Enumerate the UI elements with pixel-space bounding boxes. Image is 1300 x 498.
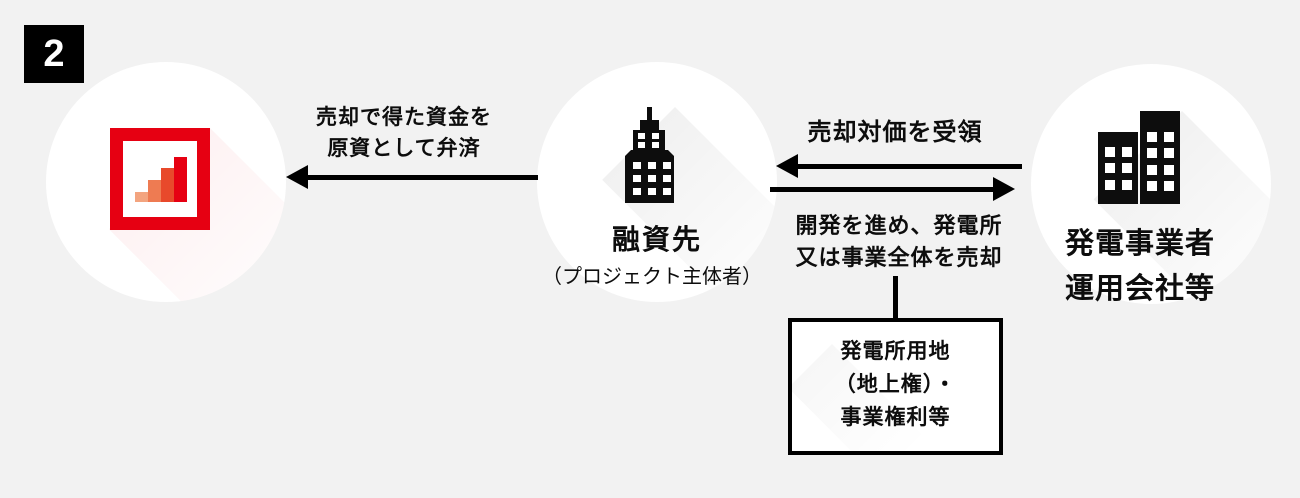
- repayment-arrow-line: [296, 175, 538, 180]
- development-arrowhead-right-icon: [993, 177, 1015, 201]
- development-arrow-line: [770, 187, 995, 192]
- borrower-title: 融資先: [611, 224, 702, 255]
- node-lender-circle: [46, 62, 286, 302]
- asset-box-line1: 発電所用地: [840, 340, 951, 363]
- office-tower-icon: [625, 107, 674, 203]
- bank-logo-bar-chart-icon: [110, 128, 210, 230]
- asset-box-connector-line: [893, 276, 898, 322]
- repayment-arrowhead-left-icon: [286, 165, 308, 189]
- asset-box: 発電所用地 （地上権）・ 事業権利等: [788, 318, 1003, 455]
- consideration-flow-label: 売却対価を受領: [807, 119, 983, 146]
- asset-box-line3: 事業権利等: [840, 406, 951, 429]
- development-label-line1: 開発を進め、発電所: [795, 213, 1003, 238]
- operator-title-line2: 運用会社等: [1064, 273, 1215, 305]
- borrower-subtitle: （プロジェクト主体者）: [542, 266, 762, 288]
- repayment-label-line1: 売却で得た資金を: [316, 106, 492, 129]
- consideration-arrowhead-left-icon: [776, 154, 798, 178]
- node-operator-circle: [1031, 64, 1271, 304]
- step-number: 2: [43, 32, 65, 75]
- asset-box-line2: （地上権）・: [834, 373, 957, 396]
- operator-title-line1: 発電事業者: [1064, 228, 1215, 260]
- repayment-label-line2: 原資として弁済: [327, 137, 481, 160]
- asset-box-text: 発電所用地 （地上権）・ 事業権利等: [792, 335, 999, 434]
- operator-title: 発電事業者 運用会社等: [1020, 222, 1260, 312]
- step-number-badge: 2: [24, 25, 84, 83]
- twin-buildings-icon: [1098, 111, 1180, 204]
- repayment-flow-label: 売却で得た資金を 原資として弁済: [284, 102, 524, 164]
- development-label-line2: 又は事業全体を売却: [795, 245, 1003, 270]
- node-borrower-circle: [537, 62, 777, 302]
- consideration-arrow-line: [788, 164, 1022, 169]
- development-flow-label: 開発を進め、発電所 又は事業全体を売却: [779, 210, 1019, 274]
